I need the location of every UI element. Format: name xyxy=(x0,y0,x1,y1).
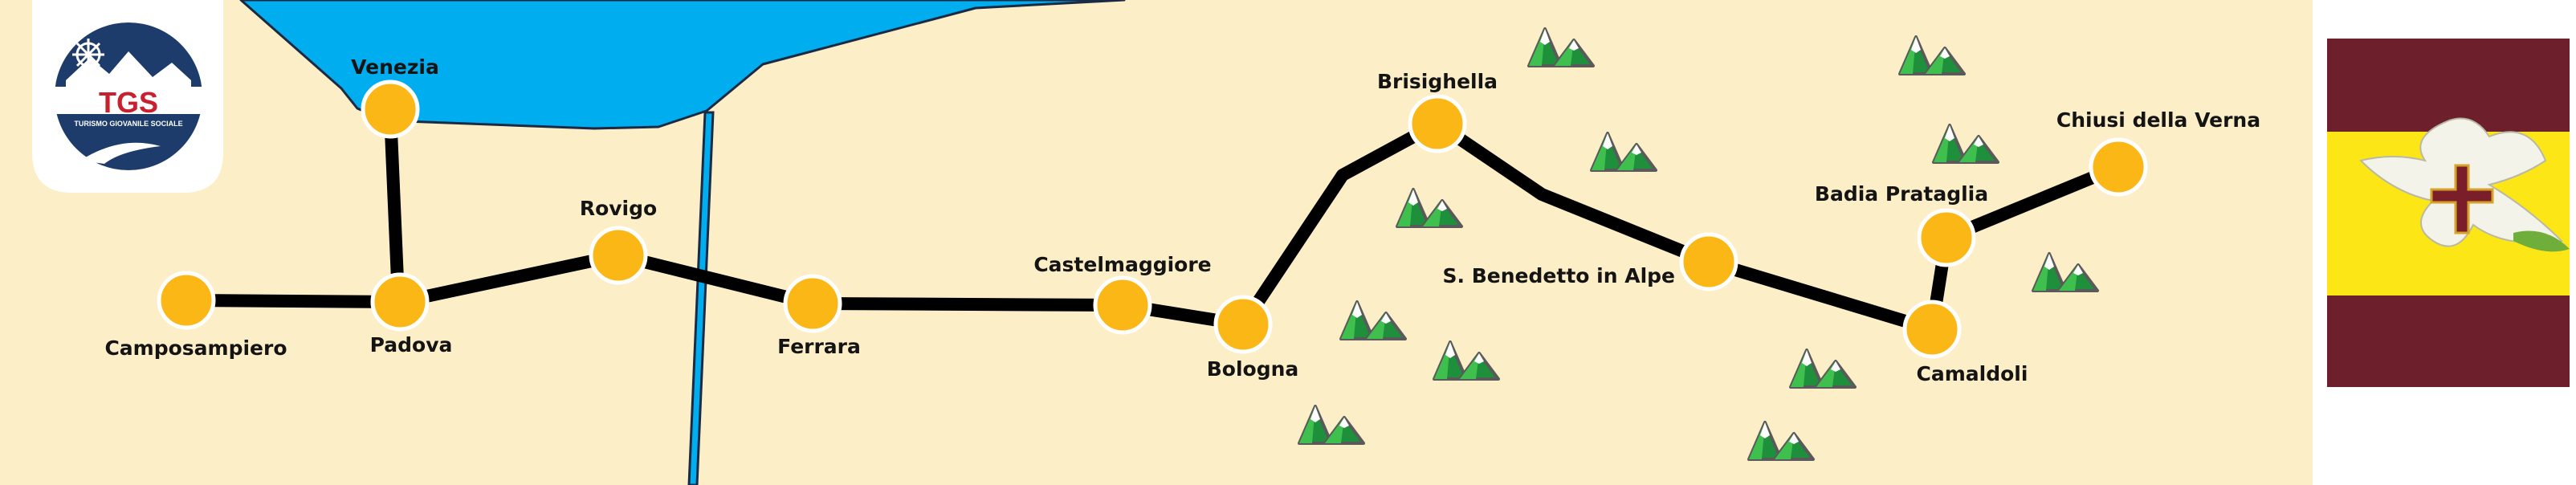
city-marker-chiusi[interactable] xyxy=(2089,137,2148,197)
city-marker-camposampiero[interactable] xyxy=(157,271,216,330)
city-label-brisighella: Brisighella xyxy=(1377,70,1498,93)
river xyxy=(687,111,715,485)
route-segment xyxy=(398,249,620,308)
route-segment xyxy=(384,112,405,300)
city-label-camposampiero: Camposampiero xyxy=(104,336,287,360)
city-marker-brisighella[interactable] xyxy=(1408,94,1467,153)
route-segment xyxy=(812,297,1123,312)
city-label-padova: Padova xyxy=(370,333,453,357)
city-marker-ferrara[interactable] xyxy=(783,274,842,333)
sea-area xyxy=(239,0,1126,130)
city-label-venezia: Venezia xyxy=(351,55,439,79)
flag xyxy=(2327,39,2570,387)
ship-wheel-icon xyxy=(72,39,104,71)
city-label-ferrara: Ferrara xyxy=(777,335,861,358)
city-label-castelmaggiore: Castelmaggiore xyxy=(1033,253,1211,276)
logo-acronym: TGS xyxy=(99,86,158,119)
city-marker-sbenedetto[interactable] xyxy=(1679,232,1738,291)
lily-cross-icon xyxy=(2359,117,2570,252)
route-segment xyxy=(1706,255,1934,336)
city-marker-badia[interactable] xyxy=(1917,208,1976,267)
route-segment xyxy=(1943,161,2122,244)
city-label-rovigo: Rovigo xyxy=(580,197,657,220)
logo-tagline: TURISMO GIOVANILE SOCIALE xyxy=(74,120,182,128)
route-segment xyxy=(617,249,814,310)
city-label-chiusi: Chiusi della Verna xyxy=(2056,108,2260,132)
city-marker-castelmaggiore[interactable] xyxy=(1093,275,1152,335)
city-label-sbenedetto: S. Benedetto in Alpe xyxy=(1443,264,1675,287)
route-segment xyxy=(1433,118,1711,268)
flag-top-band xyxy=(2327,39,2570,132)
city-label-camaldoli: Camaldoli xyxy=(1917,362,2028,385)
city-markers xyxy=(157,79,2148,359)
city-marker-rovigo[interactable] xyxy=(589,226,648,285)
city-label-badia: Badia Prataglia xyxy=(1815,182,1988,206)
city-marker-padova[interactable] xyxy=(370,272,430,332)
city-marker-camaldoli[interactable] xyxy=(1902,300,1962,359)
city-marker-venezia[interactable] xyxy=(361,79,420,139)
route-segment xyxy=(185,294,401,308)
flag-bottom-band xyxy=(2327,295,2570,387)
route-segment xyxy=(1237,117,1441,328)
city-marker-bologna[interactable] xyxy=(1213,295,1273,354)
city-label-bologna: Bologna xyxy=(1207,357,1299,381)
tgs-logo: TGS TURISMO GIOVANILE SOCIALE xyxy=(32,0,223,193)
